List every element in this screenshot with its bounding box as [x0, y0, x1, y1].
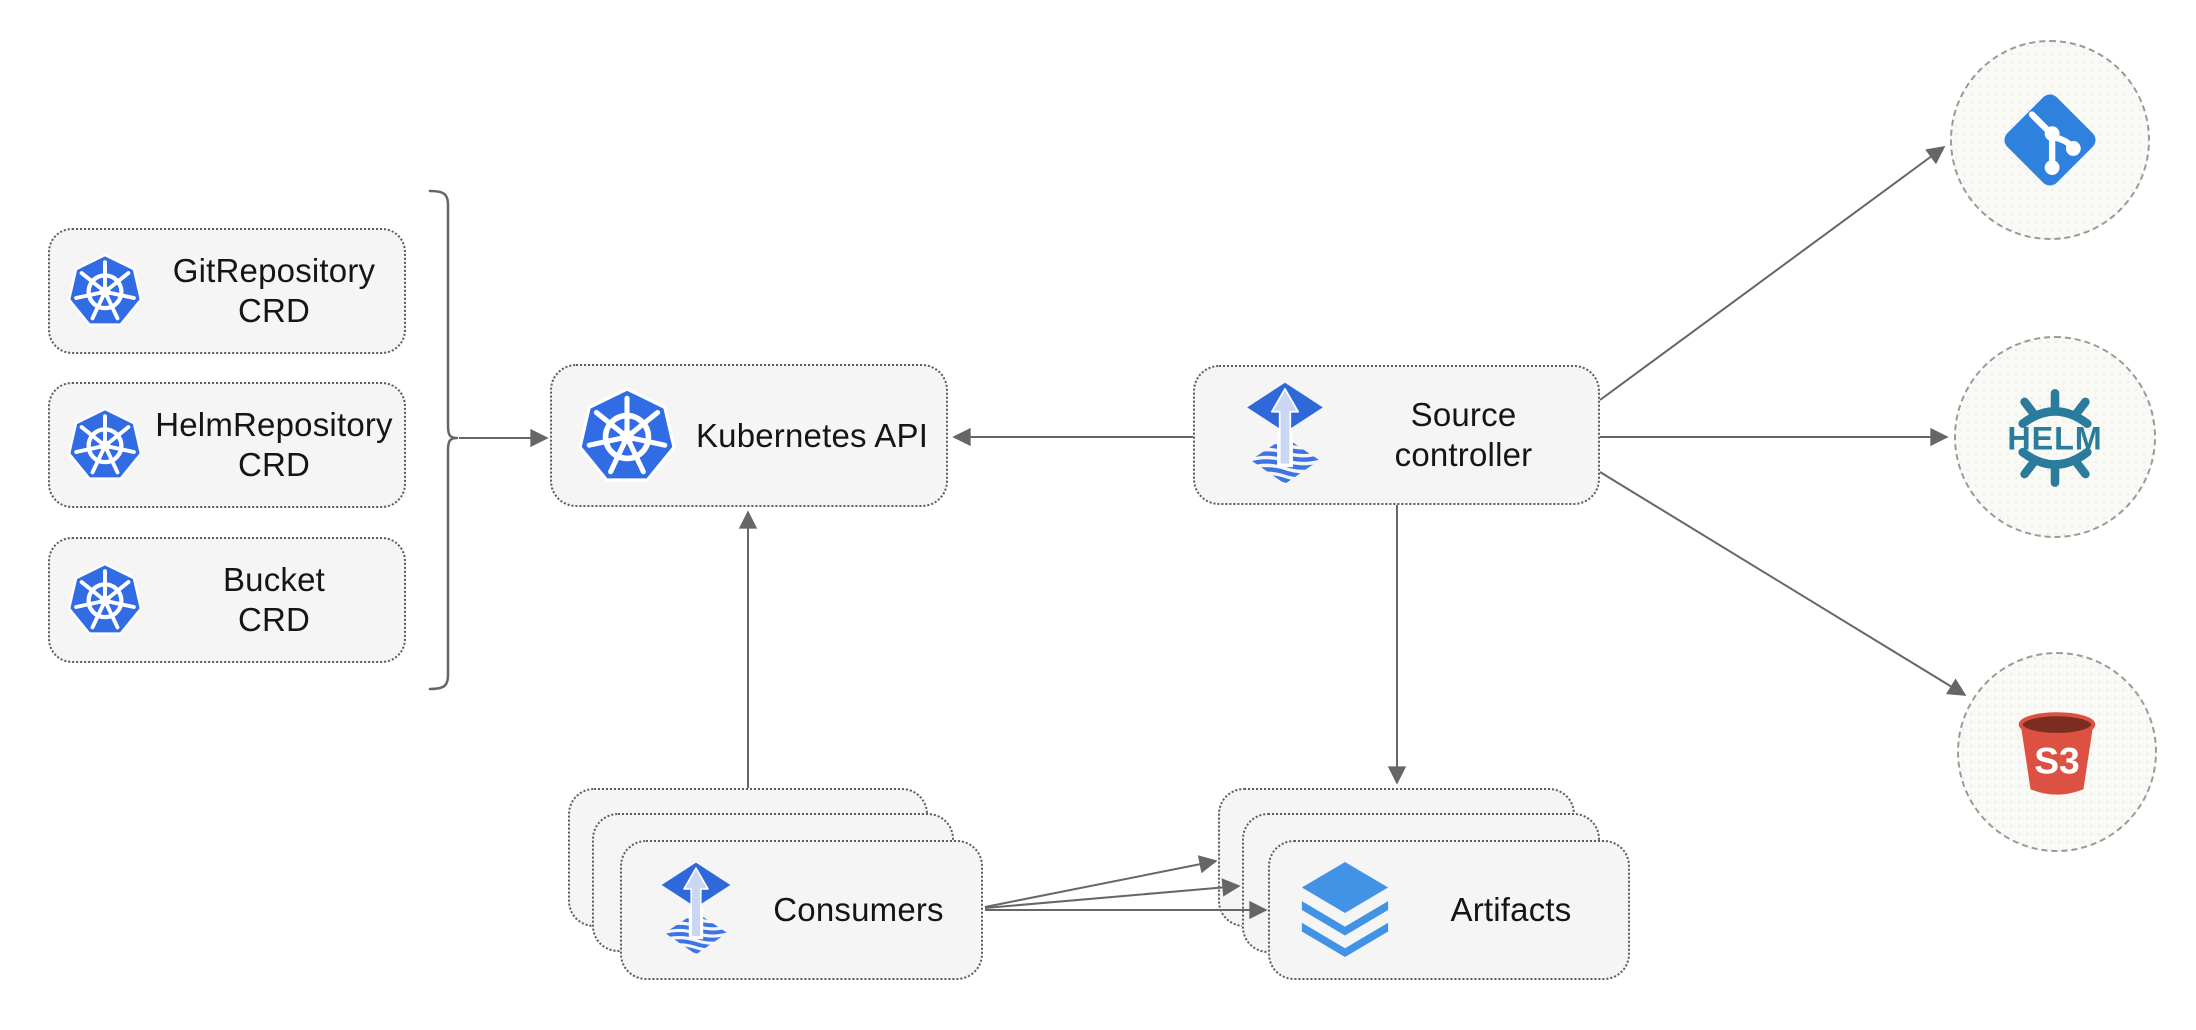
- edge-source-controller-to-git: [1599, 146, 1946, 401]
- crd-group-brace: [428, 189, 459, 691]
- node-git-repository: [1950, 40, 2150, 240]
- edge-consumers-to-artifacts-2: [984, 878, 1241, 909]
- kubernetes-icon: [66, 252, 144, 330]
- node-label: GitRepository CRD: [172, 252, 376, 329]
- node-gitrepository-crd: GitRepository CRD: [48, 228, 406, 354]
- s3-label: S3: [2034, 740, 2080, 782]
- flux-icon: [1241, 381, 1329, 490]
- kubernetes-icon: [66, 406, 144, 484]
- helm-icon: HELM: [2007, 389, 2102, 487]
- node-label: Bucket CRD: [222, 561, 326, 638]
- node-s3-bucket: S3: [1957, 652, 2157, 852]
- node-label: Kubernetes API: [695, 416, 929, 454]
- layers-icon: [1296, 856, 1394, 964]
- edge-consumers-to-artifacts-1: [984, 855, 1218, 908]
- node-source-controller: Source controller: [1193, 365, 1600, 505]
- kubernetes-icon: [66, 561, 144, 639]
- node-label: Artifacts: [1450, 891, 1572, 928]
- node-kubernetes-api: Kubernetes API: [550, 364, 948, 507]
- node-label: Consumers: [773, 891, 944, 928]
- git-icon: [2004, 94, 2096, 186]
- node-helmrepository-crd: HelmRepository CRD: [48, 382, 406, 508]
- node-label: HelmRepository CRD: [155, 406, 393, 483]
- edge-source-controller-to-s3: [1599, 471, 1967, 696]
- node-artifacts: Artifacts: [1268, 840, 1630, 980]
- node-helm-repository: HELM: [1954, 336, 2156, 538]
- kubernetes-icon: [576, 385, 678, 487]
- helm-label: HELM: [2007, 420, 2102, 456]
- flux-icon: [656, 861, 736, 960]
- node-label: Source controller: [1394, 396, 1533, 473]
- node-bucket-crd: Bucket CRD: [48, 537, 406, 663]
- node-consumers: Consumers: [620, 840, 983, 980]
- s3-bucket-icon: S3: [2018, 712, 2096, 795]
